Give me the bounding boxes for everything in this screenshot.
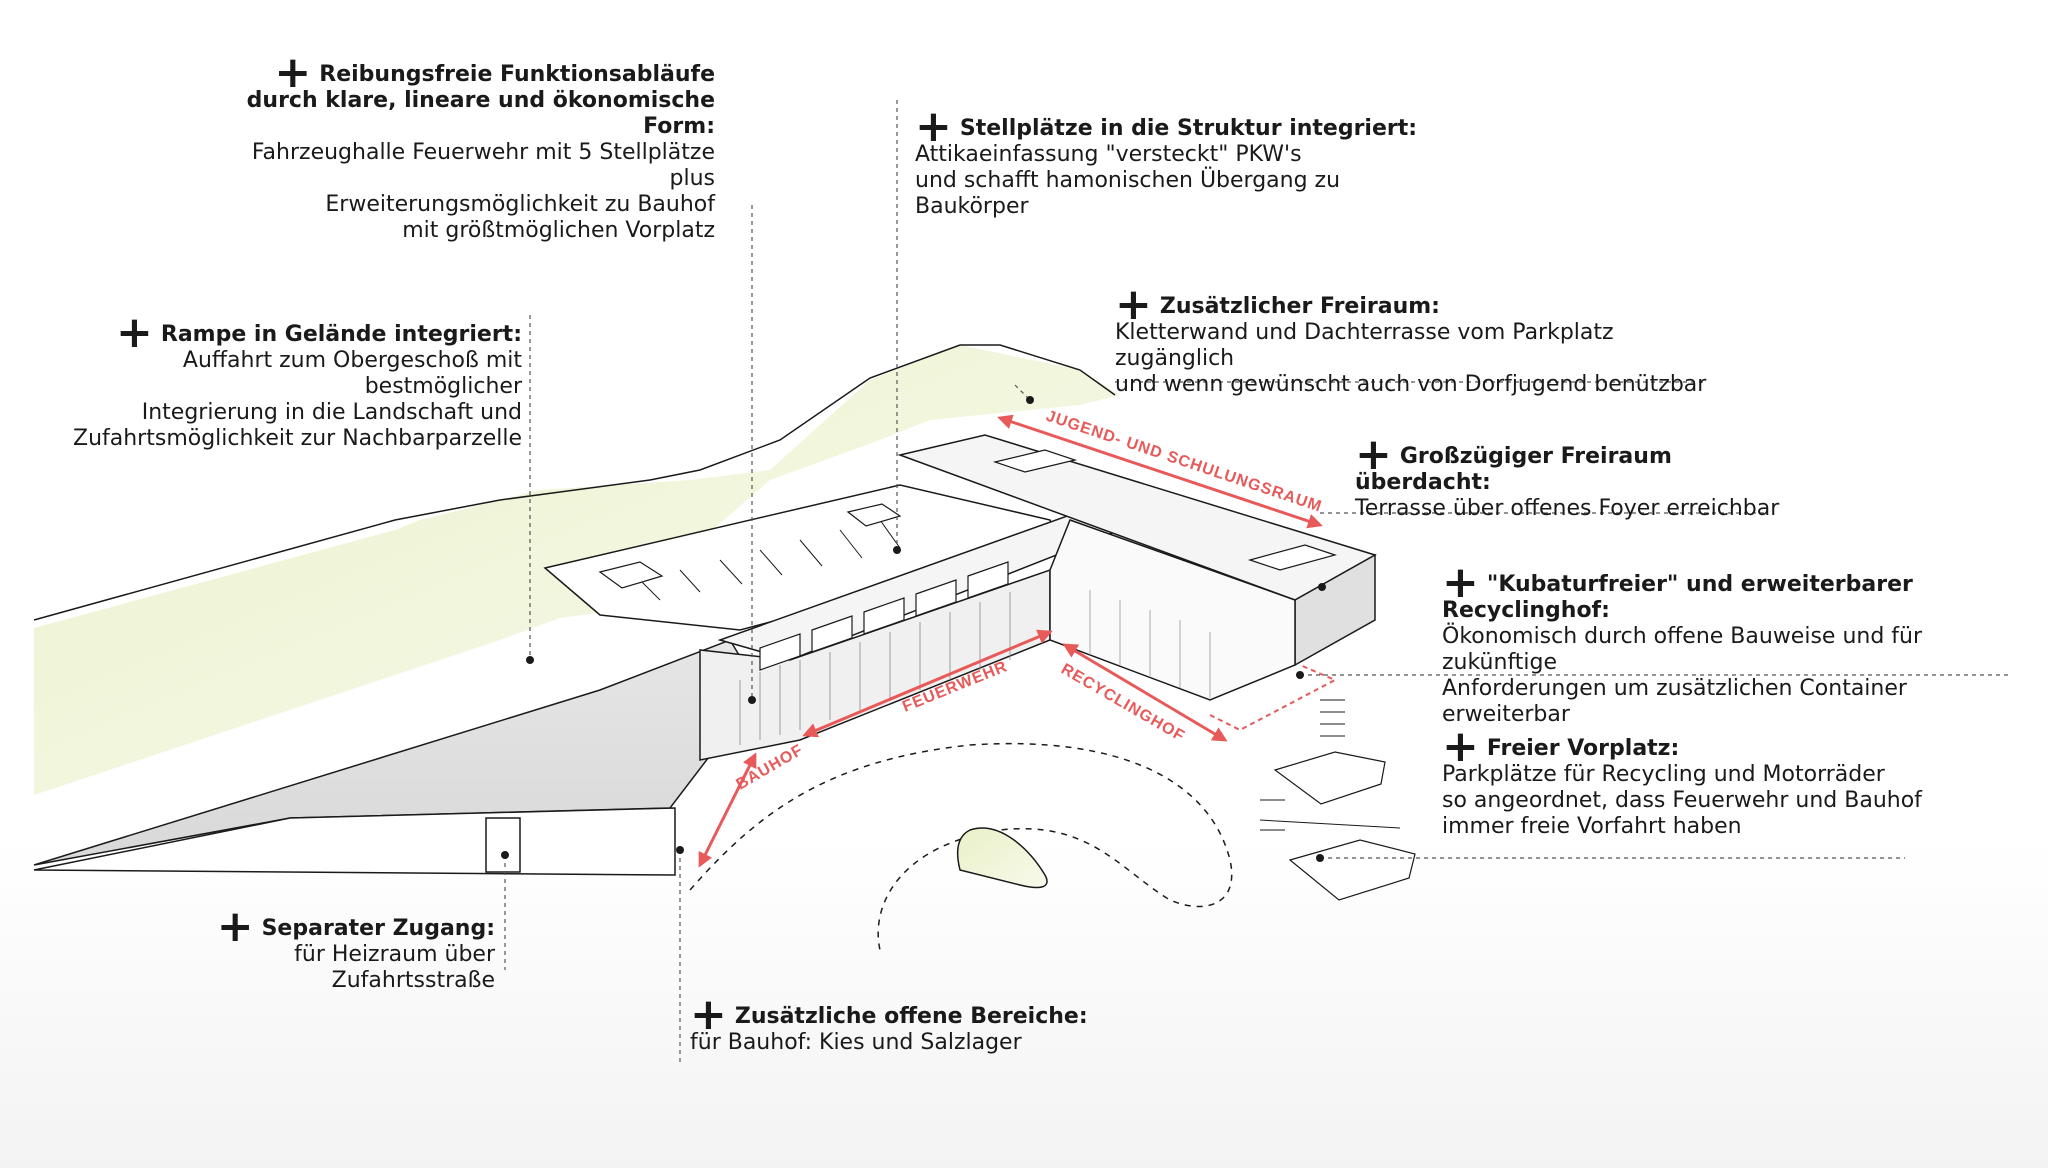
arrow-bauhof [698, 752, 757, 868]
note-rampe-title: +Rampe in Gelände integriert: [116, 307, 522, 358]
arrow-feuerwehr [802, 629, 1053, 738]
note-stellplaetze-title: +Stellplätze in die Struktur integriert: [915, 101, 1418, 152]
note-zugang-body: für Heizraum über Zufahrtsstraße [294, 942, 495, 993]
plus-icon: + [1355, 429, 1392, 480]
plus-icon: + [1115, 279, 1152, 330]
plus-icon: + [216, 901, 254, 952]
plus-icon: + [116, 307, 153, 358]
note-reibungsfrei-body: Fahrzeughalle Feuerwehr mit 5 Stellplätz… [251, 140, 715, 243]
note-offen: +Zusätzliche offene Bereiche: für Bauhof… [690, 989, 1110, 1056]
note-freiraum: +Zusätzlicher Freiraum: Kletterwand und … [1115, 279, 1735, 398]
note-freiraum-body: Kletterwand und Dachterrasse vom Parkpla… [1115, 320, 1707, 397]
heating-access-door [485, 817, 521, 873]
ramp-wall [33, 807, 676, 876]
plus-icon: + [915, 101, 952, 152]
leader-dots [501, 396, 1326, 862]
parked-car-deck [598, 503, 902, 589]
note-vorplatz-body: Parkplätze für Recycling und Motorräder … [1442, 762, 1922, 839]
note-ueberdacht-title: +Großzügiger Freiraum überdacht: [1355, 429, 1672, 496]
note-recycling-body: Ökonomisch durch offene Bauweise und für… [1442, 624, 1923, 727]
island-green [957, 827, 1048, 889]
note-recycling-title: +"Kubaturfreier" und erweiterbarer Recyc… [1442, 557, 1913, 624]
plus-icon: + [1442, 721, 1479, 772]
note-rampe: +Rampe in Gelände integriert: Auffahrt z… [30, 307, 522, 452]
note-stellplaetze: +Stellplätze in die Struktur integriert:… [915, 101, 1455, 220]
plus-icon: + [274, 47, 312, 98]
note-zugang-title: +Separater Zugang: [216, 901, 495, 952]
plus-icon: + [690, 989, 727, 1040]
arrow-jugend [997, 414, 1323, 529]
note-stellplaetze-body: Attikaeinfassung "versteckt" PKW's und s… [915, 142, 1341, 219]
terrain-edge [33, 344, 1116, 621]
note-offen-body: für Bauhof: Kies und Salzlager [690, 1030, 1022, 1055]
note-offen-title: +Zusätzliche offene Bereiche: [690, 989, 1088, 1040]
note-zugang: +Separater Zugang: für Heizraum über Zuf… [140, 901, 495, 994]
note-ueberdacht: +Großzügiger Freiraum überdacht: Terrass… [1355, 429, 1815, 522]
arrow-recyclinghof [1062, 643, 1228, 742]
parking-marks [1259, 699, 1401, 831]
leader-lines [504, 100, 2010, 1065]
note-recycling: +"Kubaturfreier" und erweiterbarer Recyc… [1442, 557, 2032, 728]
note-vorplatz: +Freier Vorplatz: Parkplätze für Recycli… [1442, 721, 1962, 840]
note-rampe-body: Auffahrt zum Obergeschoß mit bestmöglich… [73, 348, 522, 451]
parking-stripes [639, 519, 901, 601]
parked-cars-forecourt [1273, 751, 1416, 901]
plus-icon: + [1442, 557, 1479, 608]
note-reibungsfrei: +Reibungsfreie Funktionsabläufe durch kl… [200, 47, 715, 244]
note-ueberdacht-body: Terrasse über offenes Foyer erreichbar [1355, 496, 1780, 521]
note-freiraum-title: +Zusätzlicher Freiraum: [1115, 279, 1440, 330]
note-vorplatz-title: +Freier Vorplatz: [1442, 721, 1680, 772]
note-reibungsfrei-title: +Reibungsfreie Funktionsabläufe durch kl… [246, 47, 715, 140]
